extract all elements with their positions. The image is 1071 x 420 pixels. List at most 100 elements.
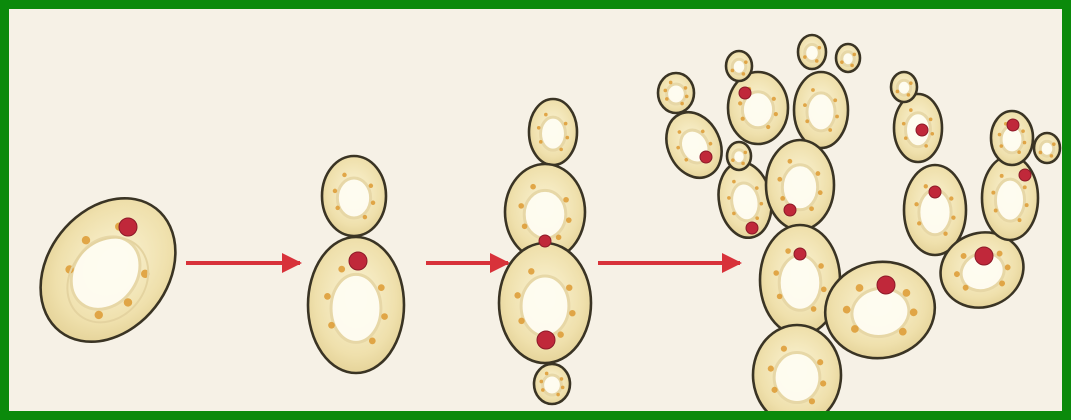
granule	[560, 377, 564, 381]
vacuole	[897, 80, 911, 95]
granule	[773, 270, 779, 276]
granule	[557, 331, 563, 337]
vacuole	[331, 274, 381, 342]
granule	[539, 140, 543, 144]
granule	[951, 215, 955, 219]
granule	[896, 90, 900, 94]
yeast-cell-icon	[529, 99, 577, 165]
yeast-cell-icon	[726, 51, 752, 81]
granule	[530, 184, 536, 190]
yeast-cell-icon	[798, 35, 826, 69]
granule	[994, 209, 998, 213]
yeast-cell-icon	[728, 72, 788, 144]
nucleus	[537, 331, 555, 349]
granule	[833, 98, 837, 102]
granule	[850, 64, 854, 68]
granule	[991, 191, 995, 195]
yeast-cell-icon	[766, 140, 834, 230]
granule	[785, 248, 791, 254]
granule	[1039, 151, 1043, 155]
vacuole	[842, 52, 854, 66]
granule	[744, 151, 748, 155]
nucleus	[1019, 169, 1031, 181]
granule	[566, 217, 572, 223]
yeast-cell-icon	[727, 142, 751, 170]
granule	[1052, 142, 1056, 146]
nucleus	[916, 124, 928, 136]
vacuole	[733, 150, 745, 164]
granule	[335, 206, 339, 210]
granule	[1018, 218, 1022, 222]
vacuole	[1040, 141, 1054, 156]
granule	[909, 108, 913, 112]
nucleus	[119, 218, 137, 236]
yeast-cell-icon	[982, 156, 1038, 240]
granule	[803, 55, 807, 59]
granule	[541, 388, 545, 392]
granule	[853, 53, 857, 57]
granule	[809, 398, 815, 404]
nucleus	[746, 222, 758, 234]
granule	[914, 202, 918, 206]
granule	[680, 102, 684, 106]
vacuole	[805, 44, 820, 61]
vacuole	[732, 59, 746, 74]
granule	[835, 115, 839, 119]
nucleus	[700, 151, 712, 163]
granule	[684, 86, 688, 90]
granule	[815, 59, 819, 63]
vacuole	[521, 276, 569, 336]
granule	[788, 159, 793, 164]
granule	[821, 287, 827, 293]
granule	[518, 203, 524, 209]
nucleus	[1007, 119, 1019, 131]
yeast-cell-icon	[836, 44, 860, 72]
granule	[1017, 150, 1021, 154]
vacuole	[543, 375, 562, 395]
granule	[738, 101, 742, 105]
yeast-cell-icon	[753, 325, 841, 420]
vacuole	[807, 93, 835, 131]
granule	[522, 223, 528, 229]
granule	[766, 125, 770, 129]
granule	[564, 122, 568, 126]
granule	[559, 148, 563, 152]
granule	[514, 292, 520, 298]
granule	[371, 201, 375, 205]
granule	[528, 268, 534, 274]
yeast-cell-icon	[658, 73, 694, 113]
nucleus	[539, 235, 551, 247]
granule	[818, 263, 824, 269]
granule	[669, 81, 673, 85]
nucleus	[739, 87, 751, 99]
granule	[1021, 129, 1025, 133]
granule	[338, 266, 345, 273]
granule	[381, 313, 388, 320]
granule	[544, 113, 548, 117]
granule	[774, 112, 778, 116]
granule	[811, 306, 817, 312]
vacuole	[995, 179, 1024, 221]
granule	[811, 88, 815, 92]
vacuole	[337, 178, 370, 218]
granule	[929, 118, 933, 122]
granule	[781, 346, 787, 352]
granule	[917, 221, 921, 225]
granule	[817, 359, 823, 365]
granule	[741, 117, 745, 121]
granule	[780, 196, 785, 201]
nucleus	[929, 186, 941, 198]
granule	[333, 189, 337, 193]
granule	[924, 184, 928, 188]
granule	[1050, 154, 1054, 158]
granule	[930, 132, 934, 136]
granule	[537, 126, 541, 130]
granule	[902, 122, 906, 126]
vacuole	[774, 353, 820, 403]
yeast-cell-icon	[1034, 133, 1060, 163]
granule	[1023, 141, 1027, 145]
granule	[556, 234, 562, 240]
yeast-cell-icon	[534, 364, 570, 404]
